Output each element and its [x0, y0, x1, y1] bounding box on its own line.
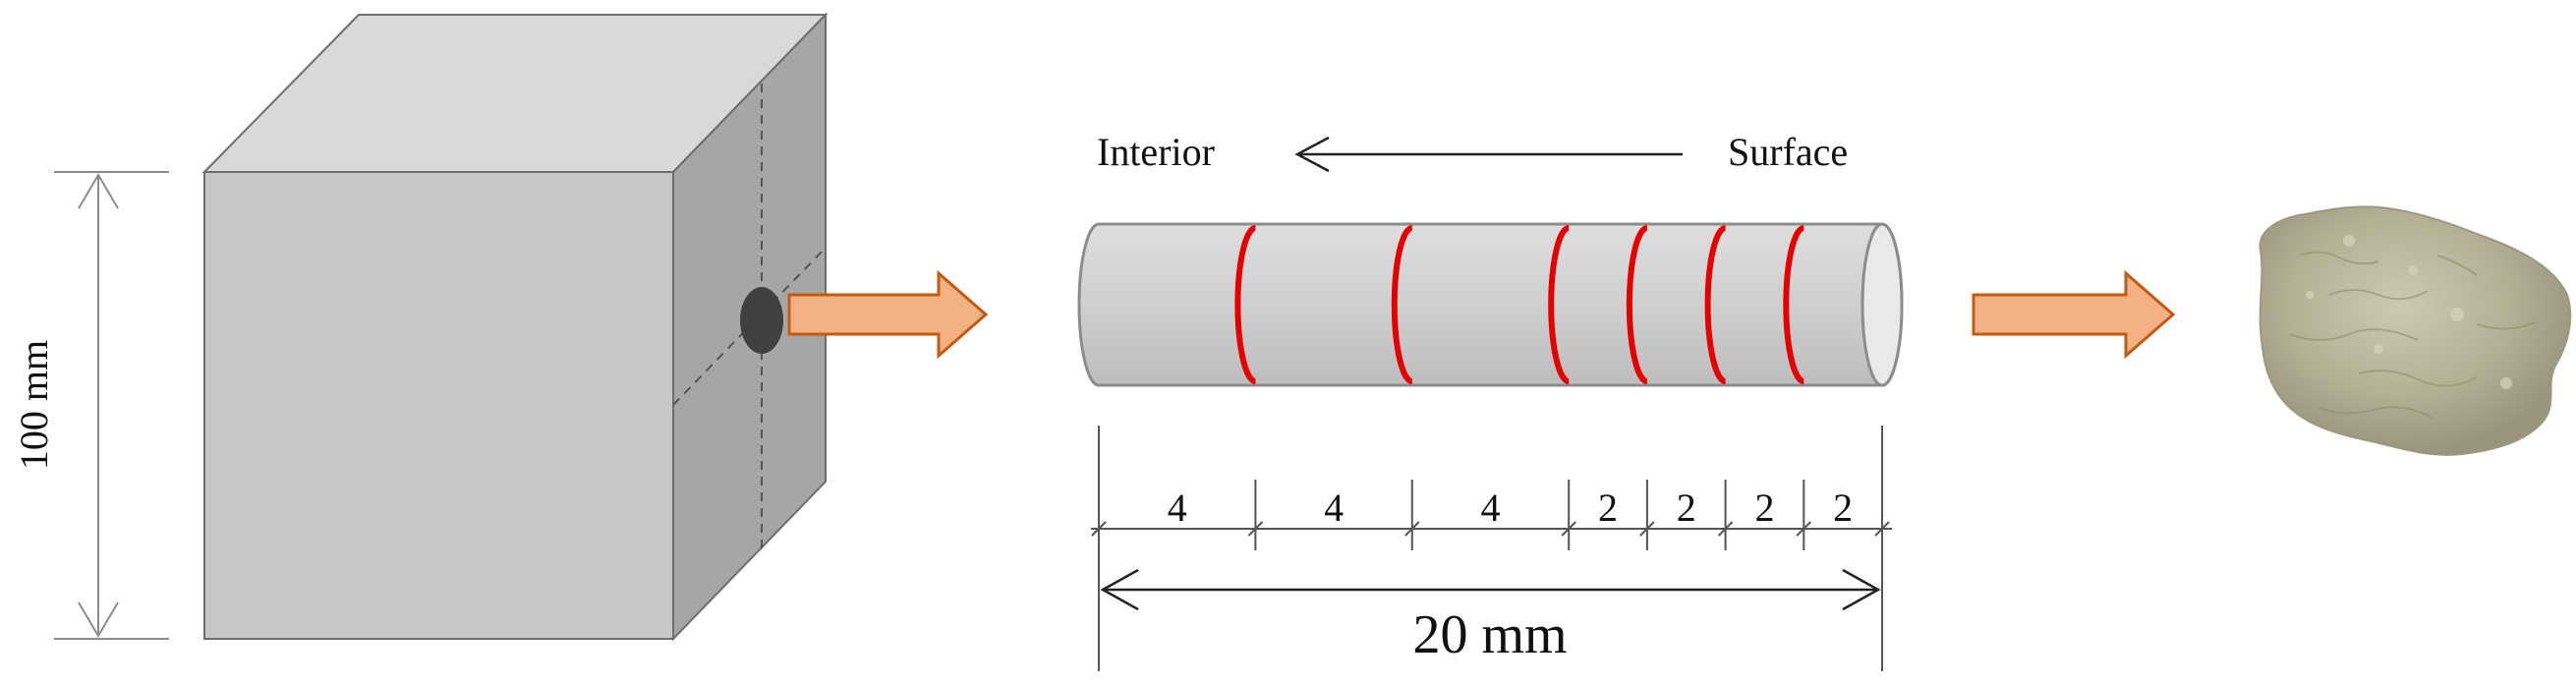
segment-length-label: 2	[1677, 486, 1696, 530]
dimension-tick	[1639, 521, 1655, 537]
dimension-tick	[1874, 521, 1890, 537]
segment-length-label: 4	[1324, 486, 1344, 530]
cut-line	[1548, 225, 1570, 384]
powder-pile	[2259, 205, 2572, 456]
dimension-tick	[1091, 521, 1107, 537]
cut-lines	[1234, 225, 1804, 384]
segment-dimensions: 4 4 4 2 2 2 2	[1091, 426, 1892, 671]
segment-length-label: 2	[1833, 486, 1853, 530]
dimension-tick	[1561, 521, 1576, 537]
drill-core-hole	[740, 287, 783, 354]
direction-indicator: Interior Surface	[1097, 130, 1848, 174]
segment-length-label: 4	[1481, 486, 1501, 530]
cut-line	[1783, 225, 1804, 384]
segment-length-label: 2	[1598, 486, 1618, 530]
total-length-dimension: 20 mm	[1100, 568, 1881, 665]
cube-front-face	[203, 171, 674, 640]
cut-line	[1626, 225, 1648, 384]
process-arrow-2	[1972, 269, 2176, 360]
surface-label: Surface	[1728, 130, 1848, 174]
segment-length-label: 2	[1754, 486, 1774, 530]
cut-line	[1704, 225, 1727, 384]
total-length-label: 20 mm	[1412, 604, 1567, 665]
dimension-tick	[1796, 521, 1812, 537]
core-end-face	[1860, 222, 1904, 387]
powder-sample	[2259, 205, 2572, 456]
dimension-tick	[1247, 521, 1264, 537]
cube-height-dimension: 100 mm	[12, 171, 169, 640]
core-body	[1077, 222, 1904, 387]
powder-texture	[2289, 251, 2537, 419]
cut-line	[1391, 225, 1413, 384]
dimension-tick	[1717, 521, 1734, 537]
process-arrow-1	[787, 269, 989, 360]
interior-label: Interior	[1097, 130, 1215, 174]
cube-height-label: 100 mm	[12, 340, 56, 470]
cube-specimen	[201, 12, 829, 642]
dimension-tick	[1404, 521, 1420, 537]
cube-side-horizontal-guide	[672, 247, 827, 406]
cut-line	[1234, 225, 1256, 384]
segment-length-label: 4	[1168, 486, 1187, 530]
core-sample	[1077, 222, 1904, 387]
